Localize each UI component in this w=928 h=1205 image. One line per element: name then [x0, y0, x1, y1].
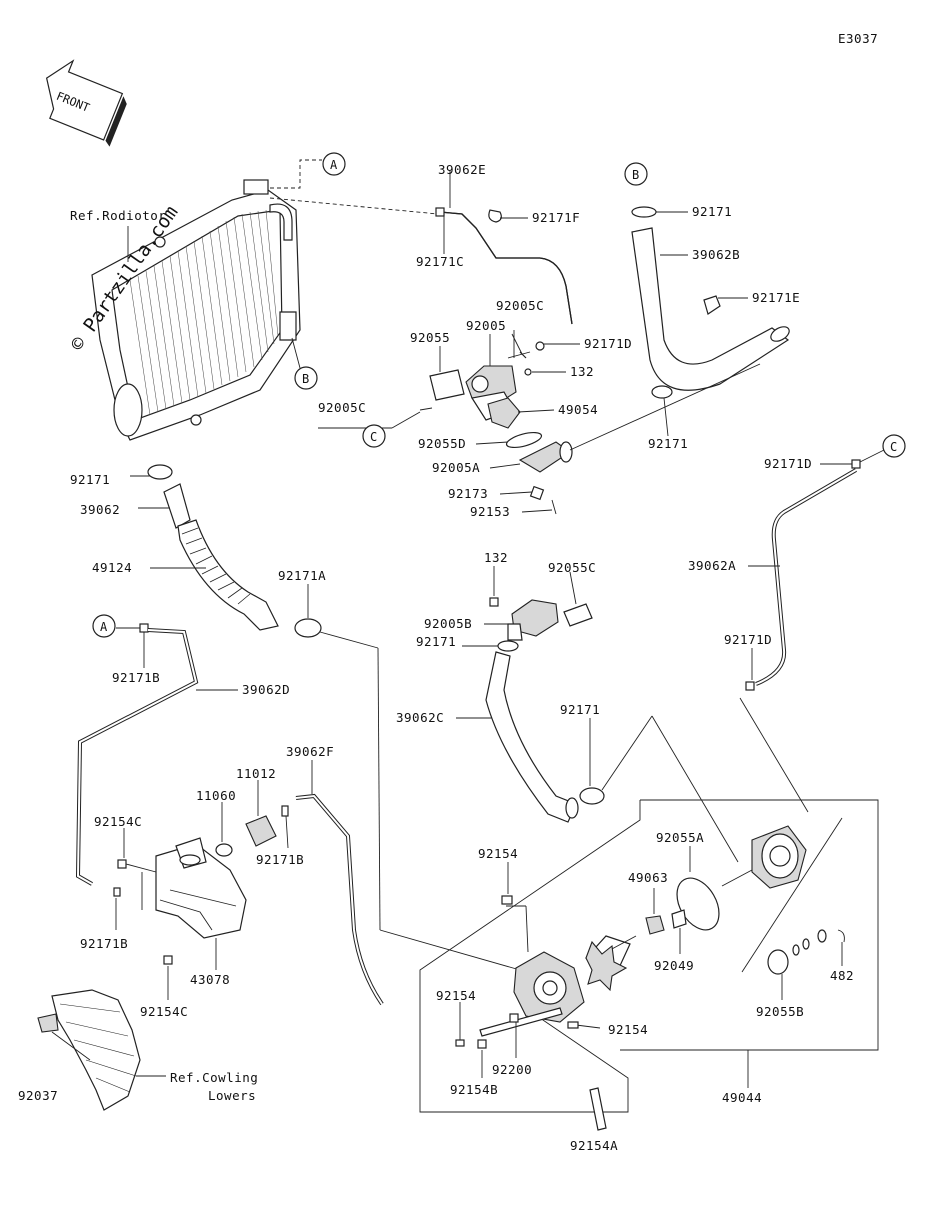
connector-letter: A [100, 620, 108, 634]
part-number-label: 92055D [418, 436, 466, 451]
part-number-label: 92171 [70, 472, 110, 487]
part-number-label: 92005C [496, 298, 544, 313]
part-number-label: 482 [830, 968, 854, 983]
part-number-label: 39062B [692, 247, 740, 262]
ref-cowling: Ref.Cowling [170, 1070, 258, 1085]
connector-letter: B [632, 168, 639, 182]
connector-letter: A [330, 158, 338, 172]
part-number-label: 92005A [432, 460, 480, 475]
part-number-label: 92005 [466, 318, 506, 333]
part-number-label: 39062 [80, 502, 120, 517]
part-number-label: 11012 [236, 766, 276, 781]
connector-a-top: A [270, 152, 346, 189]
part-number-label: 132 [570, 364, 594, 379]
part-number-label: 92171 [560, 702, 600, 717]
part-number-label: 92171F [532, 210, 580, 225]
part-number-label: 92154C [94, 814, 142, 829]
part-number-label: 49044 [722, 1090, 762, 1105]
part-number-label: 92005C [318, 400, 366, 415]
part-number-label: 92200 [492, 1062, 532, 1077]
part-number-label: 39062A [688, 558, 736, 573]
connector-c-right: C [882, 434, 906, 458]
part-number-label: 92173 [448, 486, 488, 501]
part-number-label: 39062D [242, 682, 290, 697]
part-number-label: 92055A [656, 830, 704, 845]
part-number-label: 39062C [396, 710, 444, 725]
part-number-label: 11060 [196, 788, 236, 803]
part-number-label: 92171 [692, 204, 732, 219]
reservoir-tank [155, 837, 247, 939]
impeller [585, 940, 628, 992]
part-number-label: 92154 [478, 846, 518, 861]
part-number-label: 132 [484, 550, 508, 565]
connector-a-left: A [92, 614, 116, 638]
cowling-lower [37, 989, 141, 1111]
part-number-label: 39062F [286, 744, 334, 759]
part-number-label: 92154 [436, 988, 476, 1003]
part-number-label: 92171C [416, 254, 464, 269]
thermostat-housing [419, 333, 573, 515]
radiator: Ref.Rodiotor [70, 179, 301, 441]
connector-letter: B [302, 372, 309, 386]
ref-radiator: Ref.Rodiotor [70, 208, 166, 223]
connector-b-radiator: B [291, 337, 318, 390]
part-number-label: 49054 [558, 402, 598, 417]
part-number-label: 92055C [548, 560, 596, 575]
part-number-label: 92154C [140, 1004, 188, 1019]
part-number-label: 49063 [628, 870, 668, 885]
part-number-label: 92171D [584, 336, 632, 351]
part-number-label: 92171D [724, 632, 772, 647]
part-number-label: 92171B [80, 936, 128, 951]
part-number-label: 92171 [648, 436, 688, 451]
part-number-label: 49124 [92, 560, 132, 575]
connector-c-mid: C [318, 411, 421, 448]
part-number-label: 92171A [278, 568, 326, 583]
part-number-label: 92171B [112, 670, 160, 685]
part-number-label: 92154 [608, 1022, 648, 1037]
ref-cowling-lowers: Lowers [208, 1088, 256, 1103]
connector-b-top: B [624, 162, 648, 186]
part-number-label: 92154A [570, 1138, 618, 1153]
front-arrow-icon: FRONT [45, 59, 127, 147]
part-number-label: 92037 [18, 1088, 58, 1103]
part-number-label: 92153 [470, 504, 510, 519]
part-number-label: 92171E [752, 290, 800, 305]
connector-letter: C [890, 440, 897, 454]
part-number-label: 43078 [190, 972, 230, 987]
part-number-label: 92055 [410, 330, 450, 345]
part-number-label: 92005B [424, 616, 472, 631]
part-number-label: 92154B [450, 1082, 498, 1097]
part-number-label: 92049 [654, 958, 694, 973]
part-number-label: 92055B [756, 1004, 804, 1019]
part-number-label: 92171D [764, 456, 812, 471]
part-number-label: 92171 [416, 634, 456, 649]
connector-letter: C [370, 430, 377, 444]
part-number-label: 92171B [256, 852, 304, 867]
pump-cover [751, 825, 807, 889]
diagram-code: E3037 [838, 31, 878, 46]
part-number-label: 39062E [438, 162, 486, 177]
